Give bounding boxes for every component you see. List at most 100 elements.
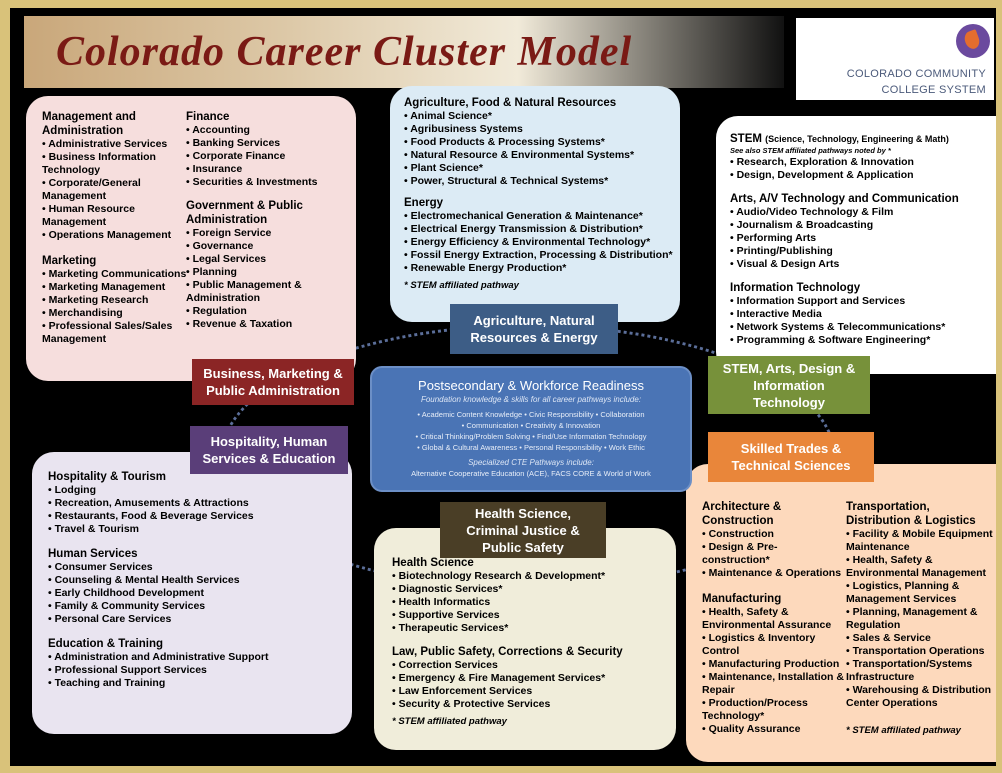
pathway-item: • Logistics & Inventory Control bbox=[702, 632, 816, 657]
cluster-label-trades[interactable]: Skilled Trades &Technical Sciences bbox=[708, 432, 874, 482]
section-heading: Transportation, Distribution & Logistics bbox=[846, 501, 976, 527]
section-heading: Government & Public Administration bbox=[186, 200, 303, 226]
pathway-item: • Personal Care Services bbox=[48, 613, 172, 625]
label-line: Information bbox=[753, 377, 825, 393]
pathway-item: • Securities & Investments bbox=[186, 176, 318, 188]
pathway-item: • Printing/Publishing bbox=[730, 245, 833, 257]
pathway-item: • Quality Assurance bbox=[702, 723, 801, 735]
pathway-item: • Human Resource Management bbox=[42, 203, 135, 228]
label-line: Hospitality, Human bbox=[210, 434, 328, 449]
pathway-item: • Design & Pre-construction* bbox=[702, 541, 778, 566]
business-col1: Management and Administration• Administr… bbox=[42, 110, 192, 346]
section-heading: Energy bbox=[404, 197, 443, 209]
pathway-item: • Planning, Management & Regulation bbox=[846, 606, 978, 631]
logo-panel: COLORADO COMMUNITY COLLEGE SYSTEM bbox=[796, 18, 994, 100]
stem-affiliated-note: See also STEM affiliated pathways noted … bbox=[730, 146, 891, 155]
section-heading: Agriculture, Food & Natural Resources bbox=[404, 97, 617, 109]
stem-content: STEM (Science, Technology, Engineering &… bbox=[730, 132, 992, 347]
label-line: Health Science, bbox=[474, 505, 572, 521]
business-cluster-box: Management and Administration• Administr… bbox=[26, 96, 356, 381]
pathway-item: • Visual & Design Arts bbox=[730, 258, 840, 270]
pathway-item: • Security & Protective Services bbox=[392, 698, 551, 710]
pathway-item: • Restaurants, Food & Beverage Services bbox=[48, 510, 254, 522]
diagram-title: Colorado Career Cluster Model bbox=[56, 29, 633, 75]
pathway-item: • Professional Sales/Sales Management bbox=[42, 320, 173, 345]
label-line: Agriculture, Natural bbox=[473, 313, 595, 328]
pathway-item: • Agribusiness Systems bbox=[404, 123, 523, 135]
section-heading: Law, Public Safety, Corrections & Securi… bbox=[392, 646, 623, 658]
pathway-item: • Lodging bbox=[48, 484, 96, 496]
label-line: STEM, Arts, Design & bbox=[722, 360, 856, 376]
pathway-item: • Information Support and Services bbox=[730, 295, 906, 307]
label-line: Technology bbox=[753, 394, 825, 410]
label-line: Services & Education bbox=[202, 451, 336, 466]
center-subtitle: Foundation knowledge & skills for all ca… bbox=[420, 395, 642, 404]
label-line: Skilled Trades & bbox=[740, 441, 842, 456]
section-heading: Hospitality & Tourism bbox=[48, 471, 166, 483]
pathway-item: • Performing Arts bbox=[730, 232, 817, 244]
pathway-item: • Health, Safety & Environmental Assuran… bbox=[702, 606, 832, 631]
pathway-item: • Research, Exploration & Innovation bbox=[730, 156, 914, 168]
logo-text-line2: COLLEGE SYSTEM bbox=[881, 84, 986, 96]
section-heading: Finance bbox=[186, 111, 230, 123]
cluster-label-business[interactable]: Business, Marketing &Public Administrati… bbox=[192, 359, 354, 405]
pathway-item: • Administration and Administrative Supp… bbox=[48, 651, 269, 663]
pathway-item: • Professional Support Services bbox=[48, 664, 207, 676]
stem-footnote: * STEM affiliated pathway bbox=[392, 716, 507, 727]
pathway-item: • Recreation, Amusements & Attractions bbox=[48, 497, 249, 509]
pathway-item: • Administrative Services bbox=[42, 138, 168, 150]
pathway-item: • Electrical Energy Transmission & Distr… bbox=[404, 223, 643, 235]
pathway-item: • Corporate Finance bbox=[186, 150, 286, 162]
pathway-item: • Network Systems & Telecommunications* bbox=[730, 321, 946, 333]
section-heading: Information Technology bbox=[730, 282, 861, 294]
section-heading: Health Science bbox=[392, 557, 474, 569]
pathway-item: • Foreign Service bbox=[186, 227, 272, 239]
label-line: Public Administration bbox=[206, 383, 340, 398]
center-line: • Critical Thinking/Problem Solving • Fi… bbox=[415, 432, 647, 441]
center-line: • Global & Cultural Awareness • Personal… bbox=[417, 443, 645, 452]
pathway-item: • Supportive Services bbox=[392, 609, 500, 621]
pathway-item: • Programming & Software Engineering* bbox=[730, 334, 931, 346]
center-lines: • Academic Content Knowledge • Civic Res… bbox=[372, 409, 690, 453]
pathway-item: • Insurance bbox=[186, 163, 243, 175]
section-heading: Human Services bbox=[48, 548, 138, 560]
hospitality-cluster-box: Hospitality & Tourism• Lodging• Recreati… bbox=[32, 452, 352, 734]
pathway-item: • Electromechanical Generation & Mainten… bbox=[404, 210, 643, 222]
center-line: • Academic Content Knowledge • Civic Res… bbox=[417, 410, 645, 419]
section-heading: Arts, A/V Technology and Communication bbox=[730, 193, 959, 205]
pathway-item: • Revenue & Taxation bbox=[186, 318, 293, 330]
business-col2: Finance• Accounting• Banking Services• C… bbox=[186, 110, 351, 331]
pathway-item: • Marketing Management bbox=[42, 281, 166, 293]
pathway-item: • Natural Resource & Environmental Syste… bbox=[404, 149, 635, 161]
label-line: Resources & Energy bbox=[470, 330, 598, 345]
center-line: • Communication • Creativity & Innovatio… bbox=[461, 421, 601, 430]
pathway-item: • Transportation Operations bbox=[846, 645, 985, 657]
pathway-item: • Regulation bbox=[186, 305, 247, 317]
stem-footnote: * STEM affiliated pathway bbox=[404, 280, 519, 291]
pathway-item: • Counseling & Mental Health Services bbox=[48, 574, 240, 586]
pathway-item: • Energy Efficiency & Environmental Tech… bbox=[404, 236, 651, 248]
pathway-item: • Banking Services bbox=[186, 137, 281, 149]
trades-col2: Transportation, Distribution & Logistics… bbox=[846, 500, 994, 737]
pathway-item: • Design, Development & Application bbox=[730, 169, 914, 181]
pathway-item: • Teaching and Training bbox=[48, 677, 166, 689]
section-heading: Manufacturing bbox=[702, 593, 782, 605]
pathway-item: • Warehousing & Distribution Center Oper… bbox=[846, 684, 992, 709]
section-heading: Architecture & Construction bbox=[702, 501, 782, 527]
pathway-item: • Business Information Technology bbox=[42, 151, 156, 176]
trades-col1: Architecture & Construction• Constructio… bbox=[702, 500, 844, 736]
center-subtitle2: Specialized CTE Pathways include: bbox=[468, 458, 594, 467]
pathway-item: • Governance bbox=[186, 240, 254, 252]
hospitality-content: Hospitality & Tourism• Lodging• Recreati… bbox=[48, 470, 344, 690]
pathway-item: • Public Management & Administration bbox=[186, 279, 302, 304]
pathway-item: • Biotechnology Research & Development* bbox=[392, 570, 606, 582]
pathway-item: • Diagnostic Services* bbox=[392, 583, 503, 595]
stem-sections: Arts, A/V Technology and Communication • … bbox=[730, 192, 992, 347]
cluster-label-health[interactable]: Health Science,Criminal Justice &Public … bbox=[440, 502, 606, 558]
pathway-item: • Emergency & Fire Management Services* bbox=[392, 672, 606, 684]
stem-footnote: * STEM affiliated pathway bbox=[846, 725, 961, 736]
